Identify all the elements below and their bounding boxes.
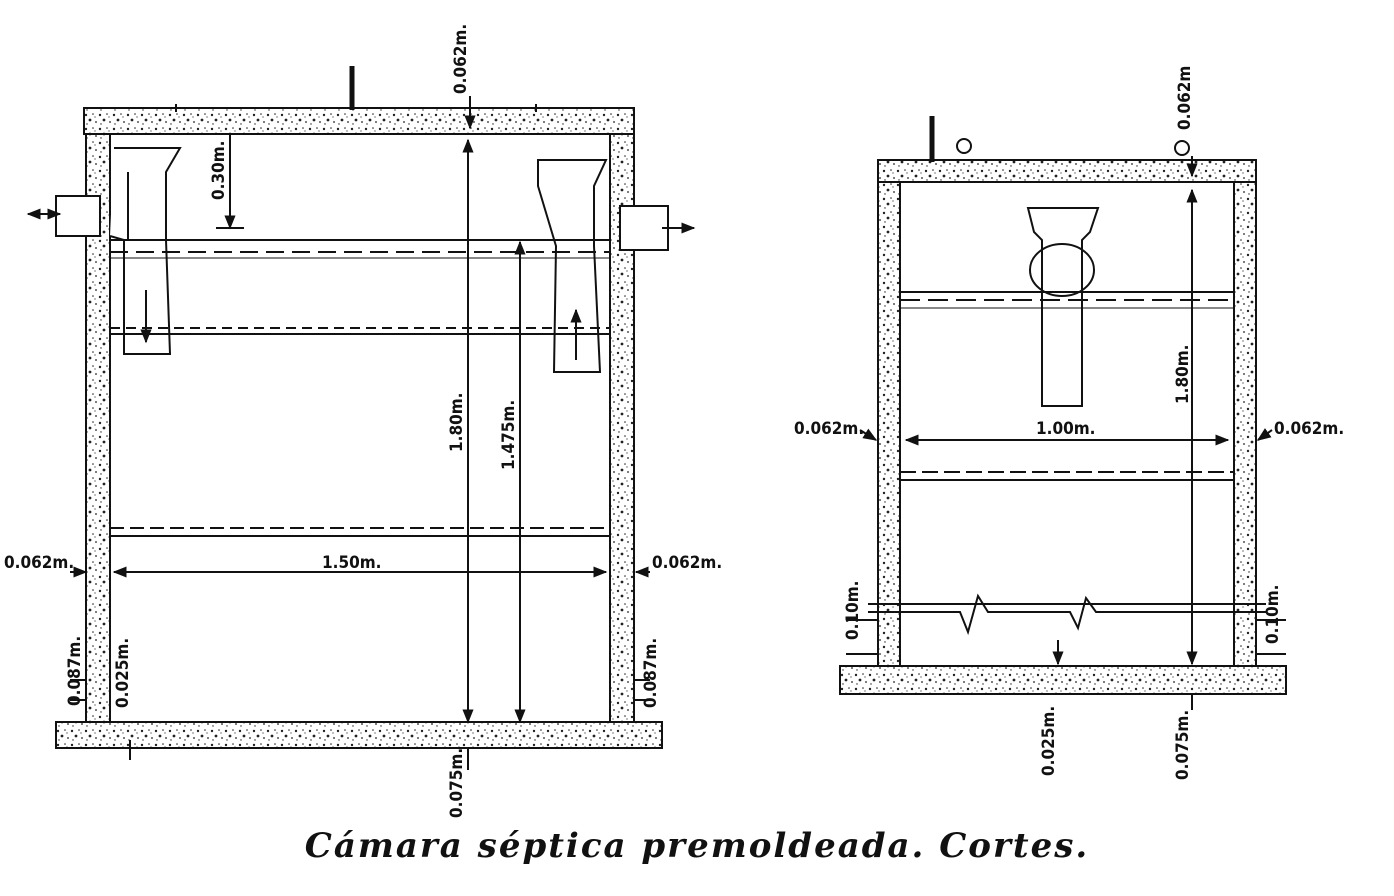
dim-left-base-right: 0.087m. (641, 638, 661, 708)
dim-left-height-total: 1.80m. (447, 393, 467, 452)
dimension-labels: 0.062m. 0.30m. 1.80m. 1.475m. 1.50m. 0.0… (4, 24, 1344, 818)
right-bottom-slab (839, 665, 1287, 695)
dim-right-width-inner: 1.00m. (1036, 419, 1095, 439)
dim-right-wall-right: 0.062m. (1274, 419, 1344, 439)
dim-right-ledge-right: 0.10m. (1263, 585, 1283, 644)
dim-left-slab-bottom: 0.075m. (447, 748, 467, 818)
left-top-slab (83, 107, 635, 135)
dim-left-wall-right: 0.062m. (652, 553, 722, 573)
outlet-pipe (619, 205, 669, 251)
figure-caption: Cámara séptica premoldeada. Cortes. (304, 826, 1090, 866)
left-section (26, 66, 696, 770)
right-section (839, 116, 1287, 710)
right-wall-right (1233, 181, 1257, 671)
dim-right-wall-top: 0.062m (1175, 66, 1195, 130)
dim-right-wall-left: 0.062m. (794, 419, 864, 439)
dim-left-base-left: 0.087m. (65, 636, 85, 706)
right-wall-left (877, 181, 901, 671)
dim-left-width-inner: 1.50m. (322, 553, 381, 573)
right-top-slab (877, 159, 1257, 183)
inlet-pipe (55, 195, 101, 237)
dim-right-height-total: 1.80m. (1173, 345, 1193, 404)
dim-right-slab-bottom: 0.075m. (1173, 710, 1193, 780)
dim-right-ledge-left: 0.10m. (843, 581, 863, 640)
dim-right-gap: 0.025m. (1039, 706, 1059, 776)
tee-fitting-section (1026, 207, 1100, 407)
dim-left-height-liquid: 1.475m. (499, 400, 519, 470)
dim-left-wall-left: 0.062m. (4, 553, 74, 573)
dim-left-gap: 0.025m. (113, 638, 133, 708)
left-bottom-slab (55, 721, 663, 749)
right-tee-fitting (537, 159, 608, 373)
dim-left-wall-top: 0.062m. (451, 24, 471, 94)
dim-left-inlet-depth: 0.30m. (209, 141, 229, 200)
